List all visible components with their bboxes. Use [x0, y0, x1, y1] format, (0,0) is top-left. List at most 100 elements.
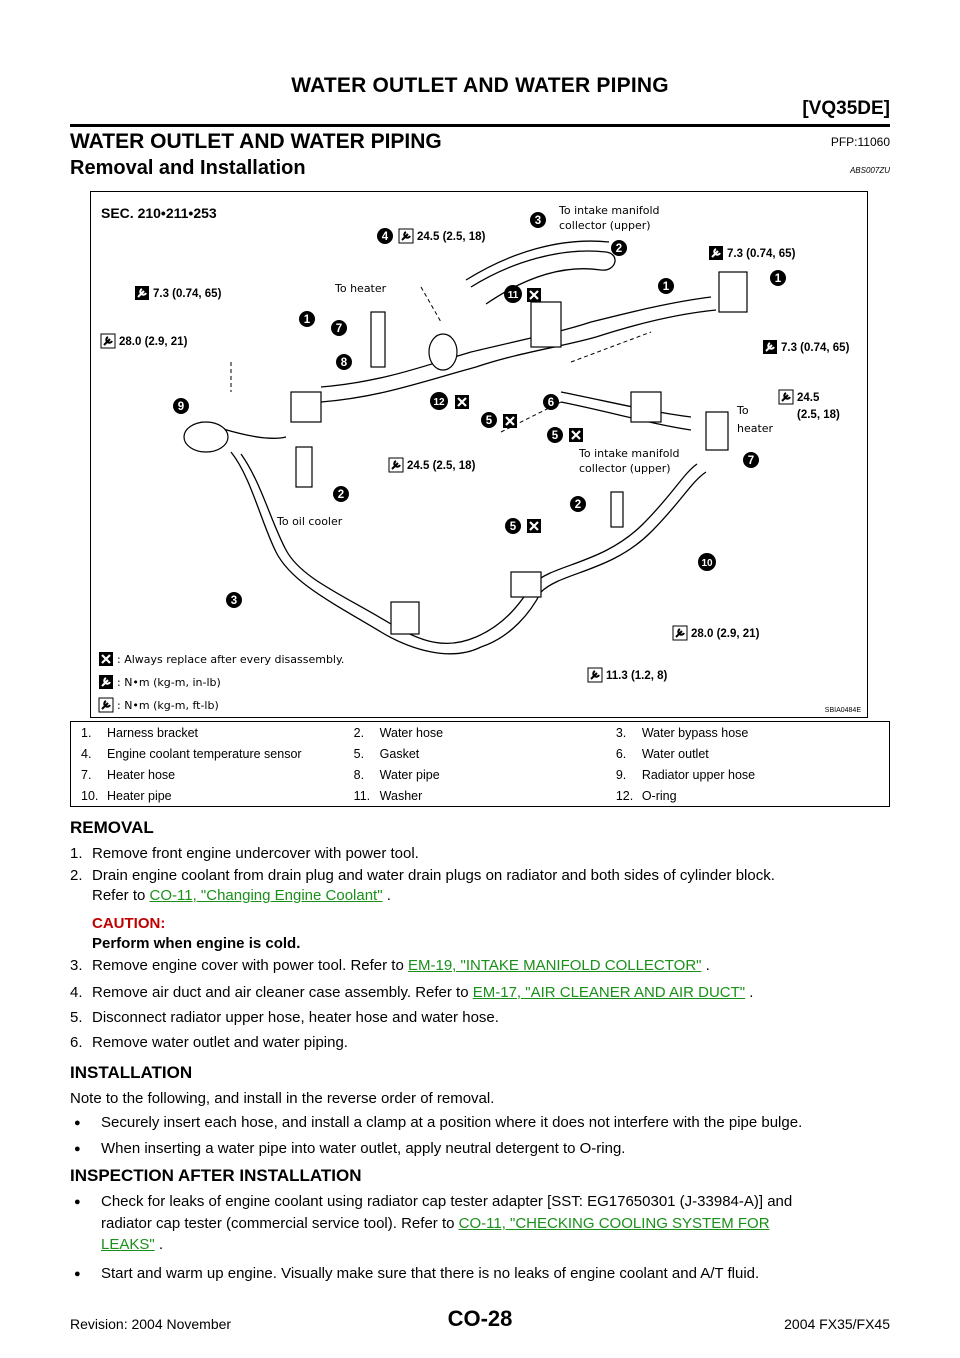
torque-in-icon: [98, 674, 114, 690]
replace-marker-icon: [501, 412, 519, 430]
callout-1c: 1: [775, 273, 782, 285]
callout-12: 12: [433, 397, 445, 408]
legend-text: : Always replace after every disassembly…: [117, 653, 344, 666]
link-checking-cooling-system-cont[interactable]: LEAKS": [101, 1236, 155, 1253]
installation-bullet: When inserting a water pipe into water o…: [101, 1140, 626, 1157]
inspection-bullet-line: radiator cap tester (commercial service …: [101, 1215, 770, 1232]
callout-1b: 1: [663, 281, 670, 293]
callout-9: 9: [178, 401, 184, 413]
part-name: Water outlet: [641, 746, 709, 761]
parts-cell: 12.O-ring: [606, 785, 890, 807]
removal-heading: REMOVAL: [70, 818, 154, 837]
parts-cell: 3.Water bypass hose: [606, 722, 890, 744]
torque-ft-icon: [388, 457, 404, 473]
removal-step-ref: Refer to CO-11, "Changing Engine Coolant…: [92, 887, 391, 904]
part-number: 12.: [615, 788, 634, 803]
page-number: CO-28: [447, 1306, 513, 1331]
torque-label: 28.0 (2.9, 21): [119, 336, 188, 348]
removal-step: 3.Remove engine cover with power tool. R…: [70, 957, 710, 974]
torque-label: 24.5 (2.5, 18): [407, 460, 476, 472]
bullet-icon: ●: [74, 1268, 81, 1280]
torque-label: 24.5: [797, 392, 820, 404]
section-title: WATER OUTLET AND WATER PIPING: [70, 130, 442, 153]
removal-step: 6.Remove water outlet and water piping.: [70, 1034, 348, 1051]
callout-5b: 5: [552, 430, 559, 442]
torque-ft-icon: [100, 333, 116, 349]
abs-code: ABS007ZU: [849, 166, 890, 175]
direction-label: To: [736, 404, 749, 417]
legend-text: : N•m (kg-m, in-lb): [117, 676, 221, 689]
parts-cell: 1.Harness bracket: [71, 722, 344, 744]
replace-marker-icon: [97, 650, 115, 668]
bullet-icon: ●: [74, 1117, 81, 1129]
parts-cell: 4.Engine coolant temperature sensor: [71, 743, 344, 764]
callout-5c: 5: [510, 521, 517, 533]
part-number: 11.: [353, 788, 371, 803]
callout-7b: 7: [748, 455, 754, 467]
inspection-bullet: Start and warm up engine. Visually make …: [101, 1265, 760, 1282]
link-intake-manifold-collector[interactable]: EM-19, "INTAKE MANIFOLD COLLECTOR": [408, 957, 702, 974]
pfp-code: PFP:11060: [830, 135, 890, 149]
part-name: Washer: [379, 788, 423, 803]
torque-ft-icon: [672, 625, 688, 641]
running-title: WATER OUTLET AND WATER PIPING: [291, 74, 669, 97]
torque-ft-icon: [587, 667, 603, 683]
link-air-cleaner-and-air-duct[interactable]: EM-17, "AIR CLEANER AND AIR DUCT": [472, 984, 746, 1001]
direction-label: To intake manifold: [558, 204, 660, 217]
torque-label: 24.5 (2.5, 18): [417, 231, 486, 243]
torque-in-icon: [762, 339, 778, 355]
part-shapes: [183, 271, 748, 635]
part-name: Heater pipe: [107, 788, 172, 803]
removal-step: 1.Remove front engine undercover with po…: [70, 845, 419, 862]
callout-11: 11: [508, 290, 519, 301]
direction-label: heater: [737, 422, 774, 435]
part-number: 5.: [353, 746, 365, 761]
caution-label: CAUTION:: [92, 915, 166, 932]
revision-date: Revision: 2004 November: [70, 1316, 232, 1332]
callout-1: 1: [304, 314, 311, 326]
replace-marker-icon: [453, 393, 471, 411]
replace-marker-icon: [525, 286, 543, 304]
torque-label: 7.3 (0.74, 65): [781, 342, 850, 354]
part-number: 1.: [81, 725, 92, 740]
part-name: Heater hose: [107, 767, 176, 782]
installation-intro: Note to the following, and install in th…: [70, 1090, 495, 1107]
installation-heading: INSTALLATION: [70, 1063, 193, 1082]
caution-text: Perform when engine is cold.: [92, 935, 301, 952]
parts-cell: 11. Washer: [344, 785, 606, 807]
direction-label: To heater: [334, 282, 387, 295]
callout-8: 8: [341, 357, 348, 369]
replace-marker-icon: [525, 517, 543, 535]
torque-in-icon: [134, 285, 150, 301]
parts-cell: 2.Water hose: [344, 722, 606, 744]
removal-step: 5.Disconnect radiator upper hose, heater…: [70, 1009, 499, 1026]
parts-cell: 8.Water pipe: [344, 764, 606, 785]
part-name: Water hose: [379, 725, 444, 740]
inspection-bullet-line: Check for leaks of engine coolant using …: [101, 1193, 793, 1210]
removal-step: 4.Remove air duct and air cleaner case a…: [70, 984, 754, 1001]
callout-5: 5: [486, 415, 493, 427]
figure-code: SBIA0484E: [825, 707, 862, 714]
torque-label: 7.3 (0.74, 65): [727, 248, 796, 260]
callout-7: 7: [336, 323, 342, 335]
inspection-bullet-line: LEAKS" .: [101, 1236, 164, 1253]
inspection-heading: INSPECTION AFTER INSTALLATION: [70, 1166, 362, 1185]
exploded-view-figure: SEC. 210•211•253: [90, 191, 868, 718]
torque-label: 28.0 (2.9, 21): [691, 628, 760, 640]
link-changing-engine-coolant[interactable]: CO-11, "Changing Engine Coolant": [149, 887, 383, 904]
callout-4: 4: [382, 231, 389, 243]
bullet-icon: ●: [74, 1143, 81, 1155]
callout-3b: 3: [231, 595, 237, 607]
section-reference: SEC. 210•211•253: [101, 205, 217, 221]
bullet-icon: ●: [74, 1196, 81, 1208]
callout-6: 6: [548, 397, 554, 409]
direction-label: To intake manifold: [578, 447, 680, 460]
torque-in-icon: [708, 245, 724, 261]
link-checking-cooling-system[interactable]: CO-11, "CHECKING COOLING SYSTEM FOR: [458, 1215, 770, 1232]
parts-cell: 5.Gasket: [344, 743, 606, 764]
installation-bullet: Securely insert each hose, and install a…: [101, 1114, 803, 1131]
